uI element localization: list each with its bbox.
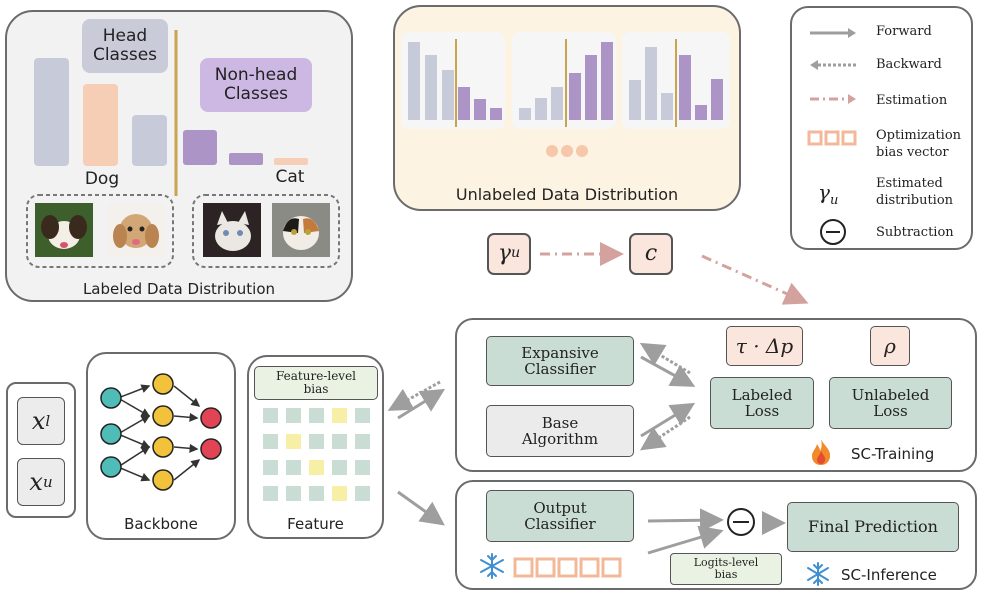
tau-delta-p-box: τ · Δp: [726, 326, 803, 366]
dog-images-frame: [26, 194, 174, 268]
head-classes-label: Head Classes: [82, 19, 168, 73]
input-node: [100, 387, 122, 409]
subtraction-icon: [820, 219, 846, 245]
hidden-node: [152, 405, 174, 427]
feature-label: Feature: [287, 514, 344, 533]
feature-cell: [286, 408, 301, 423]
legend-estimated-distribution: Estimated distribution: [876, 176, 954, 208]
base-algorithm: Base Algorithm: [486, 405, 634, 457]
unlabeled-loss: Unlabeled Loss: [829, 377, 952, 429]
legend-optimization-bias: Optimization bias vector: [876, 128, 962, 160]
feature-grid: [263, 408, 370, 501]
legend-gamma-symbol: γu: [818, 180, 839, 208]
unlabeled-caption: Unlabeled Data Distribution: [455, 185, 679, 205]
subtraction-icon: [727, 508, 755, 536]
cat-images-frame: [192, 194, 340, 268]
forward-arrows: [397, 355, 786, 555]
dog-bar-short: [132, 115, 167, 166]
cat-photo-2: [272, 203, 330, 257]
backward-arrows: [387, 342, 691, 451]
feature-cell: [332, 408, 347, 423]
feature-cell: [355, 408, 370, 423]
unlabeled-chart-3: [622, 32, 730, 129]
snowflake-icon: [480, 553, 504, 579]
unlabeled-chart-2: [512, 32, 616, 129]
dog-label: Dog: [84, 168, 120, 189]
unlabeled-chart-1: [401, 32, 505, 129]
legend-subtraction: Subtraction: [876, 225, 954, 240]
fire-icon: [812, 439, 831, 465]
backbone-network: [100, 373, 222, 491]
optimization-bias-vector: [513, 557, 622, 578]
feature-cell: [309, 486, 324, 501]
feature-cell: [355, 486, 370, 501]
feature-cell: [309, 434, 324, 449]
dog-photo-2: [107, 203, 165, 257]
cat-bar-2: [229, 153, 263, 165]
cat-bar-3: [274, 158, 308, 165]
estimation-arrow-icon: [810, 94, 856, 104]
feature-cell: [286, 486, 301, 501]
feature-cell: [263, 486, 278, 501]
feature-cell: [332, 460, 347, 475]
feature-cell: [263, 434, 278, 449]
legend-backward: Backward: [876, 57, 942, 72]
labeled-caption: Labeled Data Distribution: [82, 279, 276, 298]
feature-cell: [355, 460, 370, 475]
output-classifier: Output Classifier: [486, 490, 634, 542]
backbone-label: Backbone: [124, 514, 198, 533]
unlabeled-distribution-charts: [401, 32, 730, 157]
feature-cell: [263, 408, 278, 423]
estimation-arrows: [540, 242, 809, 305]
feature-cell: [355, 434, 370, 449]
backward-arrow-icon: [810, 60, 856, 70]
dog-photo-1: [35, 203, 93, 257]
hidden-node: [152, 469, 174, 491]
hidden-node: [152, 373, 174, 395]
forward-arrow-icon: [810, 28, 856, 38]
output-node: [200, 438, 222, 460]
dog-bar-tall: [34, 58, 69, 166]
feature-level-bias-label: Feature-level bias: [254, 366, 378, 400]
legend-panel: [790, 6, 973, 250]
legend-forward: Forward: [876, 24, 932, 39]
final-prediction: Final Prediction: [787, 502, 959, 552]
input-node: [100, 423, 122, 445]
feature-cell: [332, 486, 347, 501]
labeled-loss: Labeled Loss: [710, 377, 814, 429]
expansive-classifier: Expansive Classifier: [486, 336, 634, 386]
input-node: [100, 456, 122, 478]
labeled-distribution-chart: [26, 30, 340, 268]
legend-symbols: [807, 28, 857, 245]
rho-box: ρ: [870, 326, 910, 366]
logits-level-bias-label: Logits-level bias: [670, 553, 782, 585]
nonhead-classes-label: Non-head Classes: [200, 58, 312, 112]
optimization-bias-icon: [807, 130, 857, 146]
feature-cell: [309, 408, 324, 423]
feature-cell: [309, 460, 324, 475]
feature-cell: [332, 434, 347, 449]
c-box: c: [629, 233, 673, 275]
feature-cell: [286, 460, 301, 475]
dog-bar-orange: [83, 84, 118, 166]
sc-training-title: SC-Training: [851, 445, 935, 463]
feature-cell: [286, 434, 301, 449]
legend-estimation: Estimation: [876, 93, 948, 108]
cat-label: Cat: [275, 166, 305, 187]
snowflake-icon: [807, 562, 829, 586]
sc-inference-title: SC-Inference: [841, 566, 937, 584]
cat-bar-1: [183, 130, 217, 165]
hidden-node: [152, 436, 174, 458]
feature-cell: [263, 460, 278, 475]
ellipsis-dots: [546, 145, 588, 157]
cat-photo-1: [203, 203, 261, 257]
output-node: [200, 407, 222, 429]
